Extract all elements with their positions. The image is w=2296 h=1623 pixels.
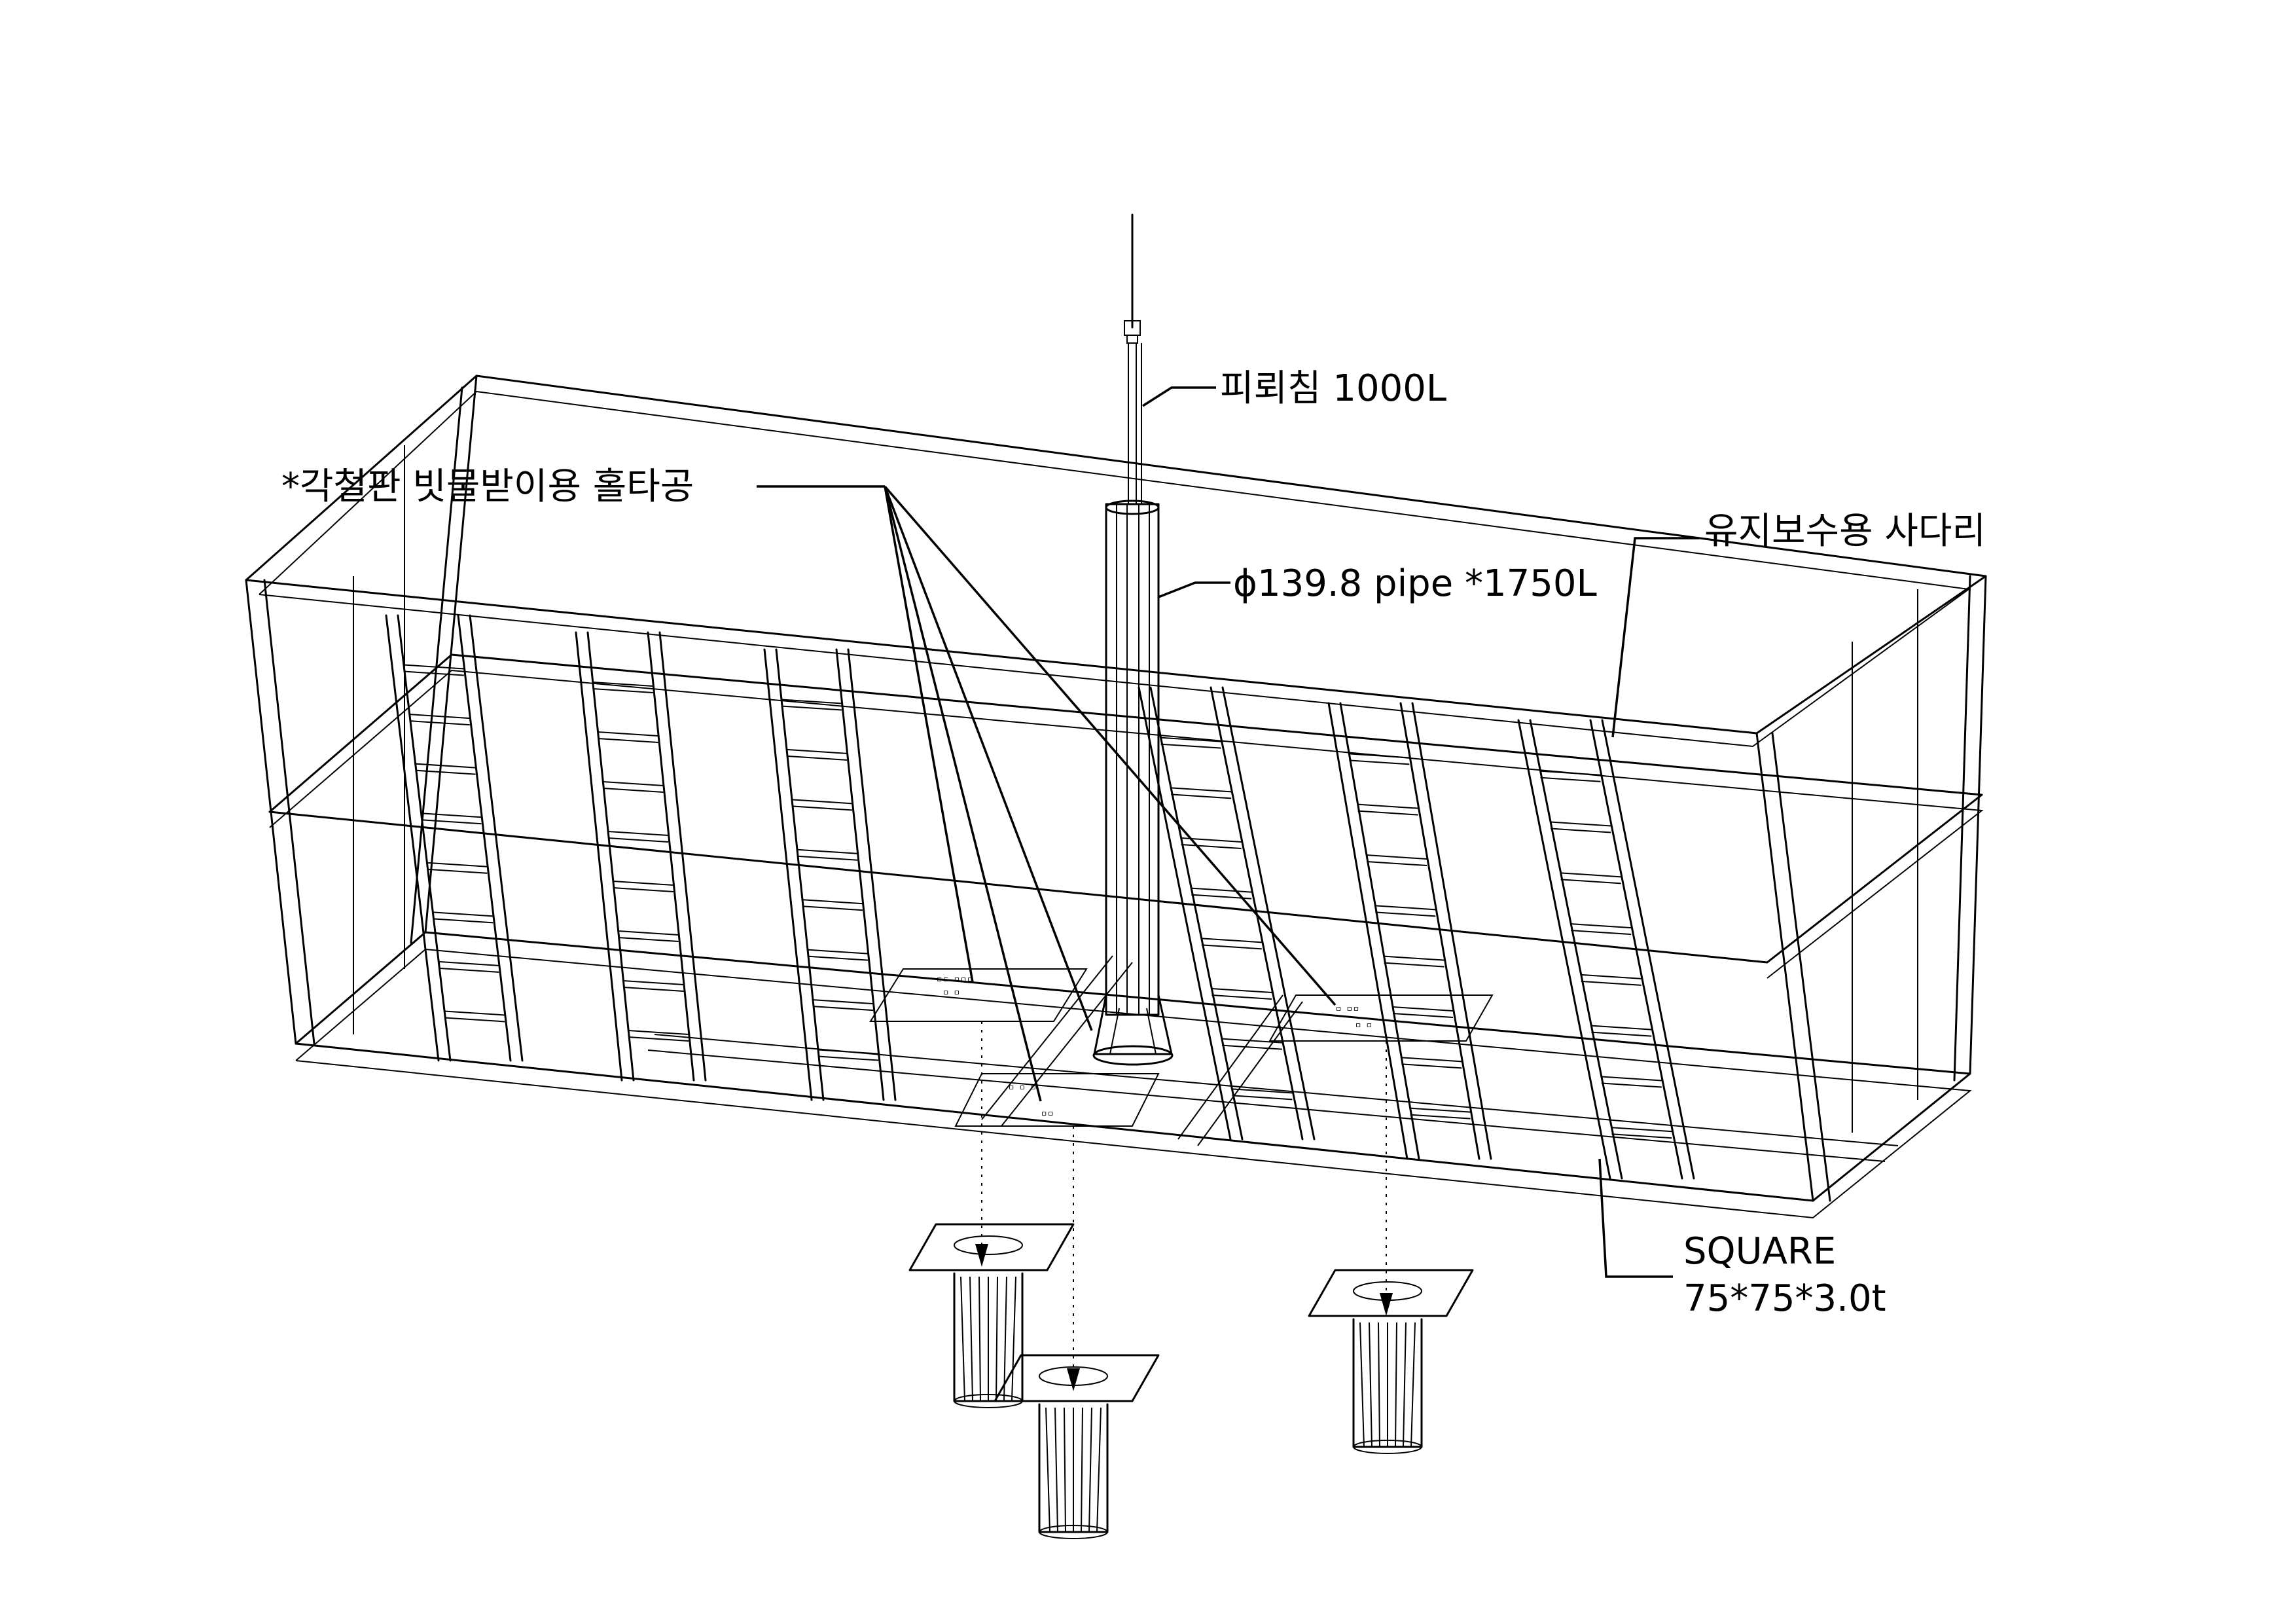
steel-frame — [245, 374, 1987, 1219]
svg-text:ㄷㄷ ㅁㅁㅁ: ㄷㄷ ㅁㅁㅁ — [936, 976, 973, 984]
pedestal-footing-2 — [994, 1354, 1160, 1539]
pipe-base-flare — [1093, 994, 1173, 1055]
pipe-139-8 — [1105, 503, 1160, 1016]
frame-post-front-right — [1755, 732, 1814, 1202]
base-plate-center — [954, 1073, 1160, 1127]
leader-ladder — [1611, 537, 1699, 738]
leader-pipe — [1158, 581, 1230, 598]
label-lightning-rod: 피뢰침 1000L — [1220, 367, 1446, 410]
projection-lines — [975, 1021, 1393, 1391]
frame-post-front-left — [245, 579, 297, 1045]
svg-text:ㅁㅁ: ㅁㅁ — [1041, 1110, 1054, 1118]
frame-post-back-left — [424, 374, 478, 934]
svg-text:ㅁ ㅁㅁ: ㅁ ㅁㅁ — [1335, 1005, 1359, 1013]
label-pipe: ϕ139.8 pipe *1750L — [1233, 562, 1597, 605]
label-ladder: 유지보수용 사다리 — [1704, 510, 1986, 553]
leader-lightning-rod — [1142, 386, 1216, 407]
ladder-5 — [1327, 702, 1492, 1160]
label-square-line2: 75*75*3.0t — [1683, 1277, 1886, 1320]
leader-square-tube — [1598, 1158, 1673, 1278]
pedestal-footings — [908, 1223, 1474, 1539]
leader-lines — [757, 386, 1699, 1278]
label-drain-holes: *각철판 빗물받이용 홀타공 — [281, 465, 694, 508]
annotations: 피뢰침 1000L *각철판 빗물받이용 홀타공 ϕ139.8 pipe *17… — [281, 367, 1986, 1320]
ladder-1 — [385, 614, 524, 1062]
base-plate-left — [869, 968, 1088, 1022]
svg-text:ㅁ ㅁ ㅁ: ㅁ ㅁ ㅁ — [1008, 1084, 1037, 1092]
ladders — [385, 614, 1695, 1180]
frame-post-back-right — [1969, 575, 1987, 1075]
pedestal-footing-3 — [1308, 1269, 1474, 1454]
base-plate-right — [1268, 994, 1494, 1042]
central-pipe-assembly — [1092, 213, 1174, 1066]
frame-middle-rail — [268, 653, 1983, 964]
ladder-2 — [575, 631, 707, 1082]
svg-text:ㅁ ㅁ: ㅁ ㅁ — [1355, 1021, 1372, 1030]
label-square-line1: SQUARE — [1683, 1230, 1836, 1273]
ladder-3 — [763, 648, 897, 1101]
pedestal-footing-1 — [908, 1223, 1075, 1408]
ladder-6 — [1517, 719, 1695, 1180]
floor-base-plates: ㄷㄷ ㅁㅁㅁ ㅁ ㅁ ㅁ ㅁ ㅁ ㅁㅁ ㅁ ㅁㅁ ㅁ ㅁ — [869, 968, 1494, 1127]
svg-text:ㅁ ㅁ: ㅁ ㅁ — [942, 989, 960, 997]
frame-bottom-edge — [295, 931, 1971, 1202]
